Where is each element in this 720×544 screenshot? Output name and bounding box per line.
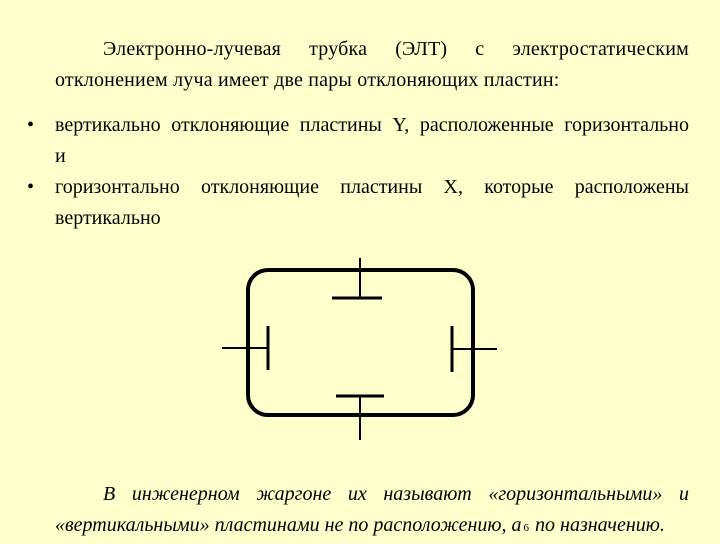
footnote-text: В инженерном жаргоне их называют «горизо… xyxy=(55,483,689,536)
bullet-marker: • xyxy=(27,176,35,198)
footnote-tail: по назначению xyxy=(535,514,660,536)
intro-paragraph: Электронно-лучевая трубка (ЭЛТ) с электр… xyxy=(55,38,689,91)
bullet-marker: • xyxy=(27,114,35,136)
bullet-text: вертикально отклоняющие пластины Y, расп… xyxy=(55,114,709,167)
bullet-item-y-plates: • вертикально отклоняющие пластины Y, ра… xyxy=(27,110,689,172)
bullet-item-x-plates: • горизонтально отклоняющие пластины X, … xyxy=(27,172,689,234)
page-number: 6 xyxy=(523,522,530,534)
bullet-text: горизонтально отклоняющие пластины X, ко… xyxy=(55,176,689,229)
footnote-paragraph: В инженерном жаргоне их называют «горизо… xyxy=(55,483,689,536)
